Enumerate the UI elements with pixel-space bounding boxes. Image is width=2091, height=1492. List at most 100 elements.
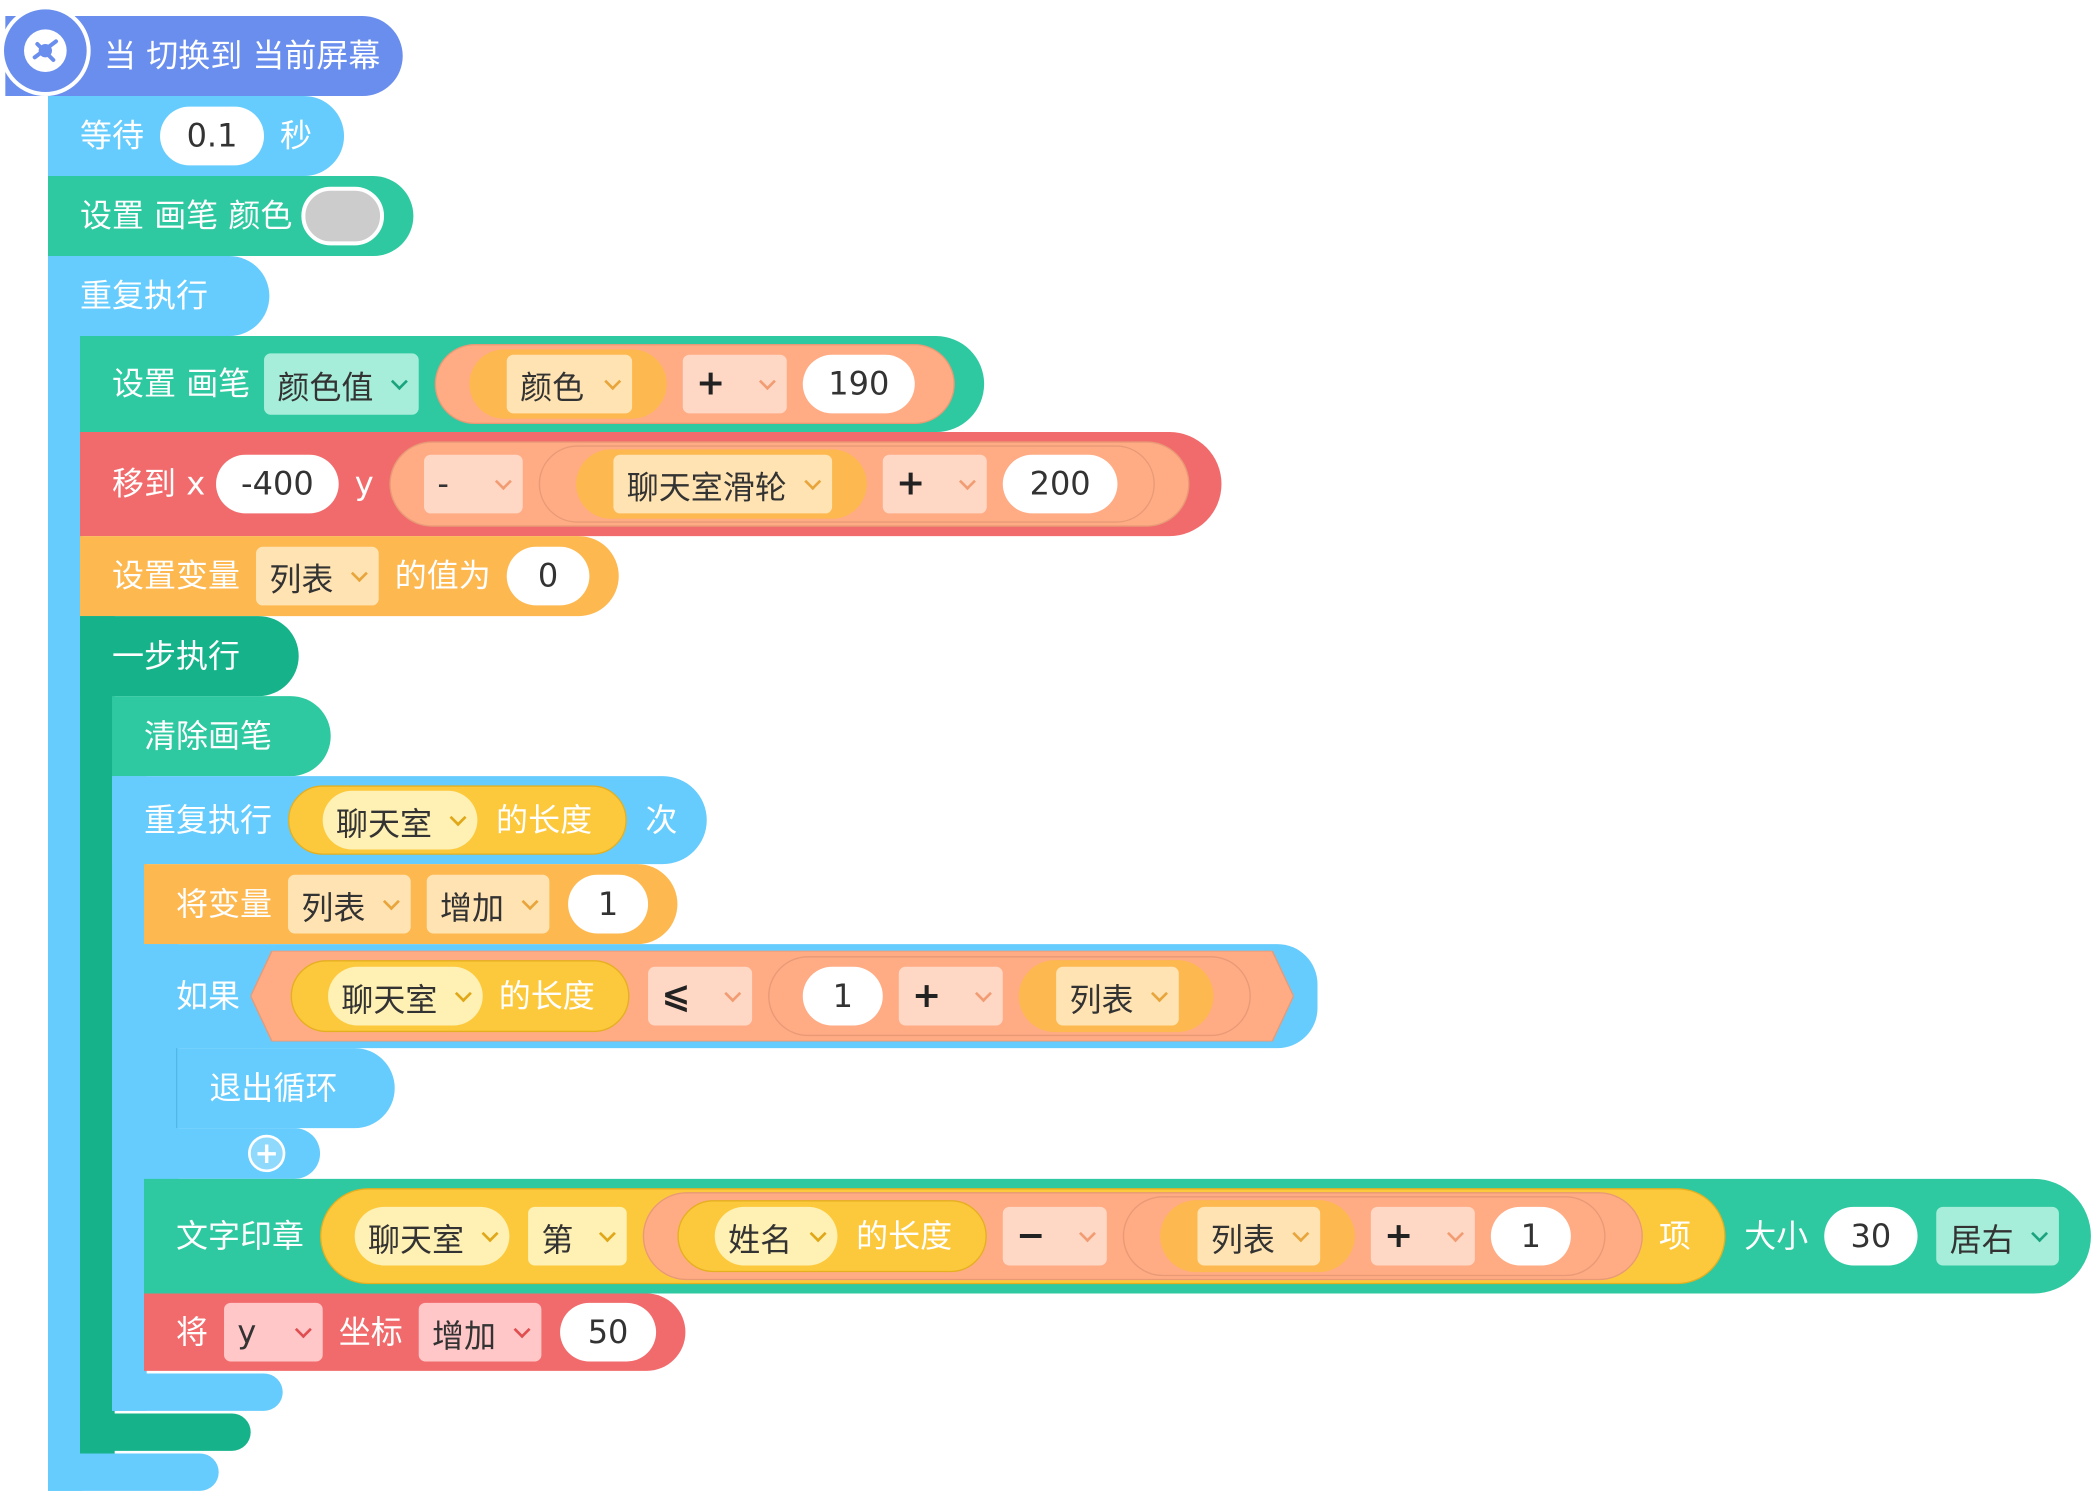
pen-param-operator-dropdown[interactable]: +	[682, 354, 787, 414]
repeat-times-spine	[112, 776, 147, 1411]
chevron-down-icon	[521, 893, 539, 911]
chevron-down-icon	[390, 373, 408, 391]
comparator-dropdown[interactable]: ⩽	[648, 966, 753, 1026]
chevron-down-icon	[758, 373, 776, 391]
hat-label: 当 切换到 当前屏幕	[104, 37, 381, 75]
plus-icon: +	[254, 1136, 279, 1171]
if-list-dropdown[interactable]: 聊天室	[328, 966, 483, 1026]
repeat-list-name: 聊天室	[336, 804, 433, 843]
stamp-name-dropdown[interactable]: 姓名	[714, 1206, 838, 1266]
move-offset-input[interactable]: 200	[1002, 454, 1118, 514]
comparator-value: ⩽	[661, 976, 691, 1017]
coord-value-input[interactable]: 50	[560, 1302, 657, 1362]
stamp-variable-name: 列表	[1210, 1220, 1275, 1259]
if-operator-dropdown[interactable]: +	[898, 966, 1003, 1026]
stamp-align-value: 居右	[1949, 1220, 2014, 1259]
chevron-down-icon	[513, 1321, 531, 1339]
repeat-forever-footer[interactable]	[48, 1453, 219, 1491]
if-variable-name: 列表	[1069, 980, 1134, 1019]
repeat-times-footer[interactable]	[112, 1373, 283, 1411]
change-variable-dropdown[interactable]: 列表	[288, 874, 411, 934]
if-variable-dropdown[interactable]: 列表	[1056, 966, 1179, 1026]
unary-operator-value: -	[437, 465, 449, 503]
coord-mode-value: 增加	[432, 1316, 497, 1355]
pen-param-value-input[interactable]: 190	[802, 354, 915, 414]
pen-param-value: 颜色值	[277, 368, 374, 407]
color-reporter-value: 颜色	[520, 368, 585, 407]
step-run-block[interactable]: 一步执行	[80, 616, 299, 697]
change-variable-name: 列表	[301, 888, 366, 927]
stamp-plus-dropdown[interactable]: +	[1370, 1206, 1475, 1266]
stamp-align-dropdown[interactable]: 居右	[1936, 1206, 2059, 1266]
move-x-input[interactable]: -400	[216, 454, 339, 514]
change-mode-value: 增加	[440, 888, 505, 927]
stamp-index-dropdown[interactable]: 第	[528, 1206, 627, 1266]
if-value-input[interactable]: 1	[802, 966, 883, 1026]
stamp-list-name: 聊天室	[368, 1220, 465, 1259]
break-loop-block[interactable]: 退出循环	[176, 1048, 395, 1129]
operator-value: +	[1384, 1216, 1414, 1257]
chevron-down-icon	[449, 809, 467, 827]
chevron-down-icon	[958, 473, 976, 491]
pen-param-dropdown[interactable]: 颜色值	[264, 353, 419, 415]
stamp-variable-dropdown[interactable]: 列表	[1197, 1206, 1321, 1266]
repeat-forever-block[interactable]: 重复执行	[48, 256, 270, 337]
repeat-forever-label: 重复执行	[80, 277, 209, 315]
repeat-list-dropdown[interactable]: 聊天室	[322, 790, 478, 850]
stamp-minus-dropdown[interactable]: −	[1002, 1206, 1107, 1266]
set-variable-dropdown[interactable]: 列表	[256, 546, 379, 606]
set-variable-label: 设置变量	[112, 557, 241, 595]
stamp-item-label: 项	[1658, 1217, 1691, 1255]
stamp-list-dropdown[interactable]: 聊天室	[354, 1206, 510, 1266]
color-reporter-dropdown[interactable]: 颜色	[506, 354, 633, 414]
set-variable-value-input[interactable]: 0	[506, 546, 590, 606]
repeat-times-label: 重复执行	[144, 801, 273, 839]
chevron-down-icon	[1292, 1225, 1310, 1243]
coord-axis-dropdown[interactable]: y	[224, 1302, 323, 1362]
stamp-offset-input[interactable]: 1	[1490, 1206, 1571, 1266]
clear-pen-block[interactable]: 清除画笔	[112, 696, 331, 777]
if-list-name: 聊天室	[341, 980, 438, 1019]
chevron-down-icon	[2031, 1225, 2049, 1243]
unary-operator-dropdown[interactable]: -	[424, 454, 523, 514]
slider-reporter-value: 聊天室滑轮	[626, 468, 787, 507]
if-block-footer[interactable]	[144, 1128, 321, 1179]
break-loop-label: 退出循环	[209, 1069, 338, 1107]
stamp-index-value: 第	[541, 1220, 574, 1259]
change-variable-label: 将变量	[176, 885, 273, 923]
set-variable-name: 列表	[269, 560, 334, 599]
chevron-down-icon	[294, 1321, 312, 1339]
if-label: 如果	[176, 977, 241, 1015]
if-length-label: 的长度	[498, 977, 595, 1015]
add-else-button[interactable]: +	[248, 1134, 286, 1173]
set-pen-param-label: 设置 画笔	[112, 365, 251, 403]
slider-reporter-dropdown[interactable]: 聊天室滑轮	[613, 454, 833, 514]
pen-color-swatch[interactable]	[301, 186, 385, 246]
move-operator-dropdown[interactable]: +	[882, 454, 987, 514]
repeat-times-suffix: 次	[645, 801, 678, 839]
step-run-footer[interactable]	[80, 1413, 251, 1451]
change-mode-dropdown[interactable]: 增加	[426, 874, 550, 934]
step-run-spine	[80, 616, 115, 1454]
coord-mode-dropdown[interactable]: 增加	[418, 1302, 542, 1362]
chevron-down-icon	[604, 373, 622, 391]
wait-label: 等待	[80, 117, 145, 155]
coord-label: 坐标	[338, 1313, 403, 1351]
wait-unit-label: 秒	[280, 117, 313, 155]
chevron-down-icon	[804, 473, 822, 491]
move-y-label: y	[354, 465, 374, 503]
move-to-label: 移到 x	[112, 465, 206, 503]
chevron-down-icon	[1447, 1225, 1465, 1243]
text-stamp-label: 文字印章	[176, 1217, 305, 1255]
chevron-down-icon	[1078, 1225, 1096, 1243]
hat-icon-ring	[0, 5, 91, 97]
screen-event-icon	[24, 29, 67, 73]
chevron-down-icon	[382, 893, 400, 911]
repeat-length-label: 的长度	[496, 801, 593, 839]
change-variable-value-input[interactable]: 1	[568, 874, 649, 934]
wait-seconds-input[interactable]: 0.1	[160, 106, 265, 166]
chevron-down-icon	[724, 985, 742, 1003]
stamp-size-input[interactable]: 30	[1824, 1206, 1918, 1266]
coord-axis-value: y	[237, 1313, 257, 1351]
